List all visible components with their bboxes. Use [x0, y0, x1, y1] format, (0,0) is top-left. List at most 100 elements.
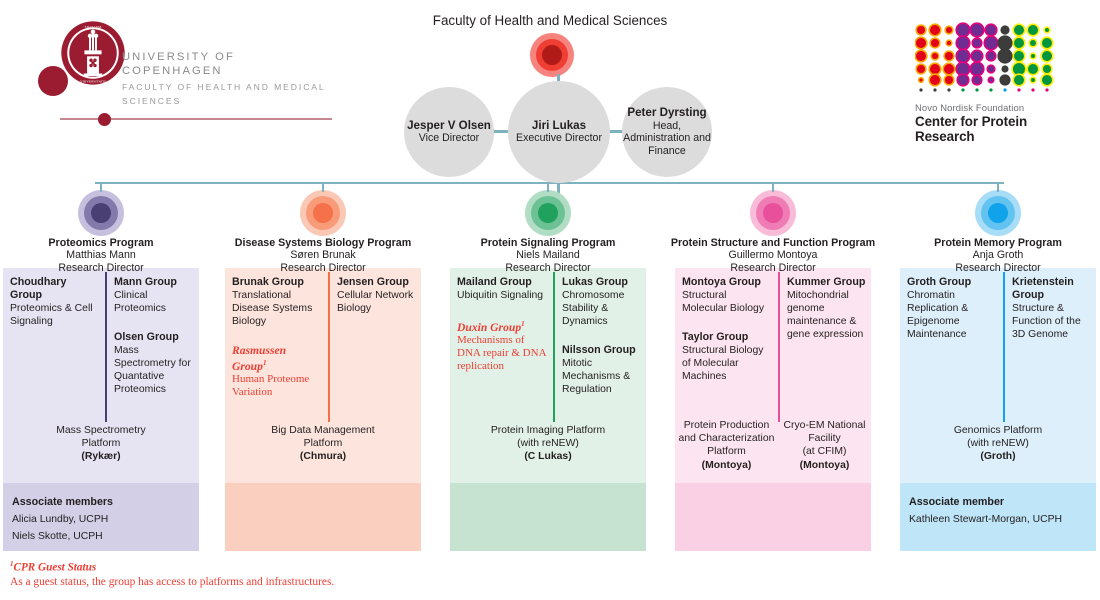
- group-description: Human Proteome Variation: [232, 372, 310, 398]
- cpr-line1: Novo Nordisk Foundation: [915, 102, 1025, 113]
- leader-name: Jesper V Olsen: [407, 118, 491, 132]
- program-2-group-column-1: Lukas Group Chromosome Stability & Dynam…: [562, 276, 641, 396]
- platform-line: Platform: [81, 438, 121, 450]
- program-director: Niels Mailand: [516, 249, 580, 262]
- research-group-jensen-group[interactable]: Jensen Group Cellular Network Biology: [337, 276, 416, 315]
- platform-card-2-0[interactable]: Protein Imaging Platform(with reNEW) (C …: [450, 424, 646, 464]
- platform-line: and Characterization: [678, 433, 775, 445]
- platform-lead: (Montoya): [701, 459, 752, 471]
- panel-band-dark: [225, 483, 421, 551]
- footnote: 1CPR Guest Status As a guest status, the…: [10, 560, 334, 588]
- platform-line: Platform: [303, 438, 343, 450]
- program-director: Matthias Mann: [66, 249, 136, 262]
- leader-name: Jiri Lukas: [531, 118, 587, 132]
- cpr-line2: Center for Protein Research: [915, 114, 1028, 144]
- platform-line: (with reNEW): [967, 438, 1029, 450]
- platform-line: Genomics Platform: [953, 425, 1043, 436]
- research-group-groth-group[interactable]: Groth Group Chromatin Replication & Epig…: [907, 276, 996, 341]
- research-group-duxin-group[interactable]: Duxin Group1 Mechanisms of DNA repair & …: [457, 318, 546, 373]
- program-node-icon-4: [975, 190, 1021, 236]
- panel-band-light: [450, 268, 646, 483]
- group-description: Structural Biology of Molecular Machines: [682, 345, 764, 382]
- group-description: Cellular Network Biology: [337, 290, 414, 314]
- group-name: Krietenstein Group: [1012, 276, 1074, 301]
- research-group-rasmussen-group[interactable]: Rasmussen Group1 Human Proteome Variatio…: [232, 344, 321, 399]
- associate-members-4: Associate member Kathleen Stewart-Morgan…: [909, 494, 1087, 528]
- group-description: Mechanisms of DNA repair & DNA replicati…: [457, 333, 546, 372]
- panel-band-dark: [675, 483, 871, 551]
- group-name: Groth Group: [907, 276, 972, 288]
- program-panel-1: [225, 268, 421, 551]
- research-group-choudhary-group[interactable]: Choudhary Group Proteomics & Cell Signal…: [10, 276, 98, 328]
- group-description: Translational Disease Systems Biology: [232, 290, 313, 327]
- connector-bus-to-program-1: [322, 183, 324, 192]
- program-name: Protein Memory Program: [934, 237, 1062, 249]
- connector-bus-to-program-2: [547, 183, 549, 192]
- research-group-kummer-group[interactable]: Kummer Group Mitochondrial genome mainte…: [787, 276, 866, 341]
- platform-lead: (Groth): [980, 451, 1016, 463]
- panel-band-dark: [900, 483, 1096, 551]
- connector-horizontal-bus: [95, 182, 1004, 184]
- research-group-mann-group[interactable]: Mann Group Clinical Proteomics: [114, 276, 194, 315]
- program-column-divider-4: [1003, 272, 1005, 422]
- group-description: Chromatin Replication & Epigenome Mainte…: [907, 290, 969, 340]
- group-description: Structure & Function of the 3D Genome: [1012, 303, 1081, 340]
- research-group-brunak-group[interactable]: Brunak Group Translational Disease Syste…: [232, 276, 321, 328]
- svg-text:VNIVERSITATIS: VNIVERSITATIS: [80, 80, 106, 84]
- program-column-divider-2: [553, 272, 555, 422]
- research-group-lukas-group[interactable]: Lukas Group Chromosome Stability & Dynam…: [562, 276, 641, 328]
- program-node-icon-2: [525, 190, 571, 236]
- group-name: Lukas Group: [562, 276, 628, 288]
- panel-band-light: [225, 268, 421, 483]
- leader-card-vice-director[interactable]: Jesper V Olsen Vice Director: [404, 87, 494, 177]
- platform-card-4-0[interactable]: Genomics Platform (with reNEW) (Groth): [900, 424, 1096, 464]
- program-column-divider-1: [328, 272, 330, 422]
- research-group-montoya-group[interactable]: Montoya Group Structural Molecular Biolo…: [682, 276, 771, 315]
- ucph-accent-dot: [38, 66, 68, 96]
- program-director-title: Research Director: [955, 261, 1041, 274]
- group-description: Mitochondrial genome maintenance & gene …: [787, 290, 864, 340]
- associate-title: Associate member: [909, 496, 1005, 508]
- leader-role: Vice Director: [418, 132, 480, 144]
- group-name: Mann Group: [114, 276, 177, 288]
- program-director: Søren Brunak: [290, 249, 356, 262]
- group-description: Proteomics & Cell Signaling: [10, 303, 93, 327]
- platform-line: Platform: [707, 446, 746, 458]
- platform-lead: (Rykær): [81, 451, 121, 463]
- ucph-logo: · SIGILLVM · VNIVERSITATIS UNIVERSITY OF…: [30, 18, 332, 126]
- platform-line: Facility: [808, 433, 841, 445]
- panel-band-light: [3, 268, 199, 483]
- associate-member: Kathleen Stewart-Morgan, UCPH: [909, 514, 1063, 525]
- research-group-olsen-group[interactable]: Olsen Group Mass Spectrometry for Quanta…: [114, 331, 194, 396]
- program-0-group-column-0: Choudhary Group Proteomics & Cell Signal…: [10, 276, 98, 328]
- program-heading-2: Protein Signaling Program Niels Mailand …: [442, 237, 654, 274]
- research-group-krietenstein-group[interactable]: Krietenstein Group Structure & Function …: [1012, 276, 1091, 341]
- program-panel-4: [900, 268, 1096, 551]
- platform-line: Mass Spectrometry: [56, 425, 146, 436]
- platform-lead: (Chmura): [299, 451, 347, 463]
- leader-card-head-administration[interactable]: Peter Dyrsting Head, Administration and …: [622, 87, 712, 177]
- research-group-taylor-group[interactable]: Taylor Group Structural Biology of Molec…: [682, 331, 771, 383]
- research-group-mailand-group[interactable]: Mailand Group Ubiquitin Signaling: [457, 276, 546, 302]
- panel-band-dark: [3, 483, 199, 551]
- program-name: Proteomics Program: [48, 237, 154, 249]
- research-group-nilsson-group[interactable]: Nilsson Group Mitotic Mechanisms & Regul…: [562, 344, 641, 396]
- program-panel-3: [675, 268, 871, 551]
- group-description: Ubiquitin Signaling: [457, 290, 544, 301]
- program-node-icon-1: [300, 190, 346, 236]
- program-3-group-column-0: Montoya Group Structural Molecular Biolo…: [682, 276, 771, 383]
- cpr-dot-matrix-icon: [915, 22, 1054, 92]
- connector-director-down: [557, 177, 560, 205]
- group-name: Olsen Group: [114, 331, 179, 343]
- connector-bus-to-program-0: [100, 183, 102, 192]
- associate-member: Niels Skotte, UCPH: [12, 531, 103, 542]
- panel-band-dark: [450, 483, 646, 551]
- program-panel-0: [3, 268, 199, 551]
- leader-card-executive-director[interactable]: Jiri Lukas Executive Director: [508, 81, 610, 183]
- platform-line: (with reNEW): [517, 438, 579, 450]
- panel-band-light: [675, 268, 871, 483]
